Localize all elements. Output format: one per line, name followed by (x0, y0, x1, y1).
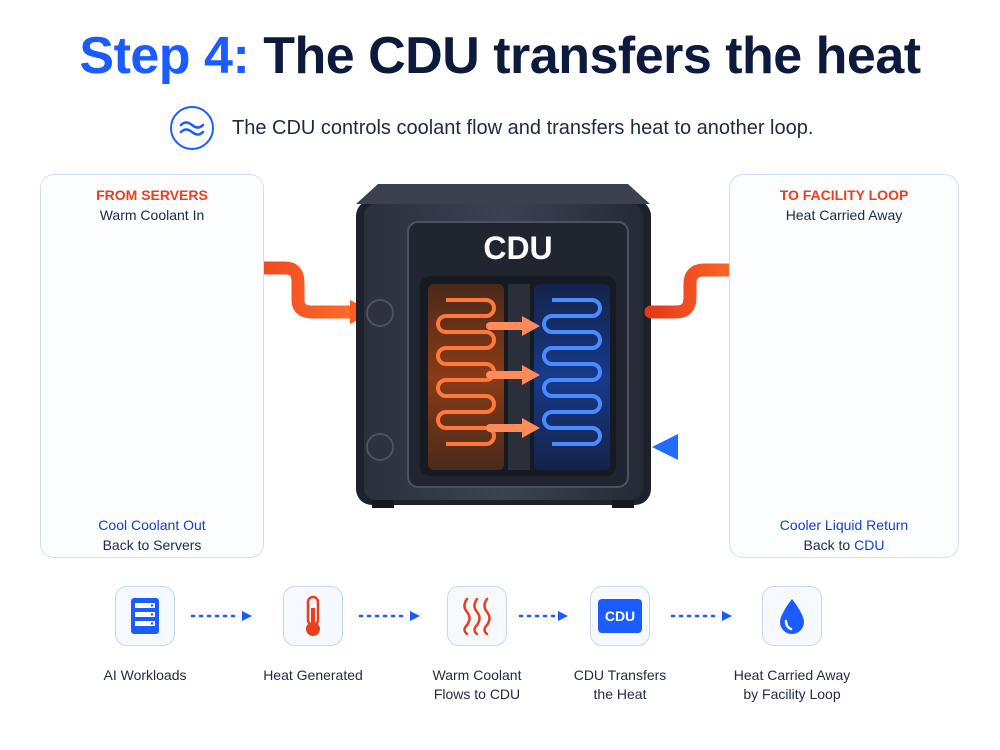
step-label-line2: by Facility Loop (743, 686, 841, 702)
cdu-label: CDU (483, 230, 553, 266)
step-label-line1: Heat Generated (263, 667, 363, 683)
step-label-line1: AI Workloads (103, 667, 187, 683)
cdu-highlight: CDU (854, 537, 885, 553)
step-label: Warm Coolant Flows to CDU (397, 666, 557, 704)
heat-waves-icon (447, 586, 507, 646)
flow-arrow-4 (670, 611, 732, 621)
return-arrow (652, 434, 678, 460)
step-warm-coolant: Warm Coolant Flows to CDU (397, 586, 557, 704)
step-cdu-transfers: CDU CDU Transfers the Heat (540, 586, 700, 704)
step-heat-generated: Heat Generated (233, 586, 393, 685)
warm-coolant-pipe (205, 261, 359, 319)
step-heat-carried-away: Heat Carried Away by Facility Loop (712, 586, 872, 704)
cold-coil (542, 298, 602, 446)
subtitle-text: The CDU controls coolant flow and transf… (232, 116, 814, 139)
heat-out-pipe (644, 263, 745, 319)
step-label: AI Workloads (65, 666, 225, 685)
from-servers-panel: FROM SERVERS Warm Coolant In Cool Coolan… (40, 174, 264, 558)
step-label-line1: Warm Coolant (432, 667, 522, 683)
thermometer-icon (283, 586, 343, 646)
wave-icon (170, 106, 214, 150)
step-label: CDU Transfers the Heat (540, 666, 700, 704)
cdu-unit (356, 184, 651, 508)
step-label: Heat Generated (233, 666, 393, 685)
cool-coolant-out-label: Cool Coolant Out (98, 517, 206, 533)
heat-transfer-arrows (486, 316, 540, 438)
water-drop-icon (762, 586, 822, 646)
title-text: The CDU transfers the heat (263, 27, 921, 85)
cooler-liquid-return-label: Cooler Liquid Return (779, 517, 909, 533)
step-label-line1: CDU Transfers (573, 667, 667, 683)
step-label: Heat Carried Away by Facility Loop (712, 666, 872, 704)
subtitle: The CDU controls coolant flow and transf… (170, 106, 813, 150)
facility-loop-heading: TO FACILITY LOOP (779, 187, 909, 203)
from-servers-heading: FROM SERVERS (96, 187, 208, 203)
step-label-line2: Flows to CDU (433, 686, 521, 702)
warm-coolant-in-label: Warm Coolant In (99, 207, 205, 223)
cdu-icon: CDU (590, 586, 650, 646)
flow-arrow-2 (358, 611, 420, 621)
step-ai-workloads: AI Workloads (65, 586, 225, 685)
back-to-servers-label: Back to Servers (102, 537, 202, 553)
flow-arrow-3 (518, 611, 568, 621)
process-steps: AI Workloads Heat Generated Warm Coolant… (0, 586, 1000, 706)
heat-carried-away-label: Heat Carried Away (785, 207, 903, 223)
back-to-cdu-label: Back to CDU (730, 535, 958, 555)
cdu-icon-text: CDU (598, 599, 642, 633)
title-step: Step 4: (79, 27, 250, 85)
page-title: Step 4: The CDU transfers the heat (0, 26, 1000, 86)
server-icon (115, 586, 175, 646)
step-label-line2: the Heat (593, 686, 647, 702)
flow-arrow-1 (190, 611, 252, 621)
back-to-text: Back to (803, 537, 851, 553)
facility-loop-panel: TO FACILITY LOOP Heat Carried Away Coole… (729, 174, 959, 558)
step-label-line1: Heat Carried Away (733, 667, 851, 683)
